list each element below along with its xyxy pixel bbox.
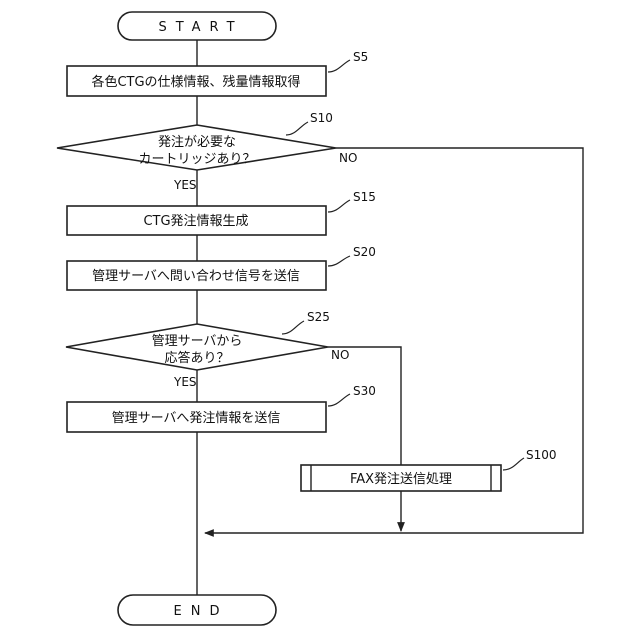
step-leader-s20	[328, 256, 350, 266]
step-id-s15: S15	[353, 190, 376, 204]
step-id-s5: S5	[353, 50, 368, 64]
step-leader-s15	[328, 200, 350, 212]
process-s30-label: 管理サーバへ発注情報を送信	[112, 411, 281, 426]
decision-s10-line1: 発注が必要な	[158, 135, 236, 150]
step-leader-s25	[282, 321, 304, 334]
step-id-s20: S20	[353, 245, 376, 259]
process-s20-label: 管理サーバへ問い合わせ信号を送信	[92, 269, 300, 284]
step-id-s10: S10	[310, 111, 333, 125]
step-leader-s5	[328, 60, 350, 72]
subprocess-s100-label: FAX発注送信処理	[350, 472, 452, 487]
step-leader-s30	[328, 394, 350, 406]
s10-yes-label: YES	[173, 178, 197, 192]
decision-s10-line2: カートリッジあり？	[138, 152, 255, 167]
decision-s25-line2: 応答あり？	[164, 350, 229, 366]
step-id-s30: S30	[353, 384, 376, 398]
decision-s25-line1: 管理サーバから	[152, 334, 243, 349]
process-s5-label: 各色CTGの仕様情報、残量情報取得	[91, 74, 300, 90]
start-label: START	[158, 20, 243, 35]
process-s15-label: CTG発注情報生成	[143, 214, 248, 229]
step-id-s100: S100	[526, 448, 557, 462]
step-leader-s100	[503, 458, 524, 470]
connector-s25-no-branch	[328, 347, 401, 465]
end-label: END	[174, 604, 229, 619]
s25-yes-label: YES	[173, 375, 197, 389]
s10-no-label: NO	[339, 151, 357, 165]
step-leader-s10	[286, 122, 308, 135]
s25-no-label: NO	[331, 348, 349, 362]
step-id-s25: S25	[307, 310, 330, 324]
